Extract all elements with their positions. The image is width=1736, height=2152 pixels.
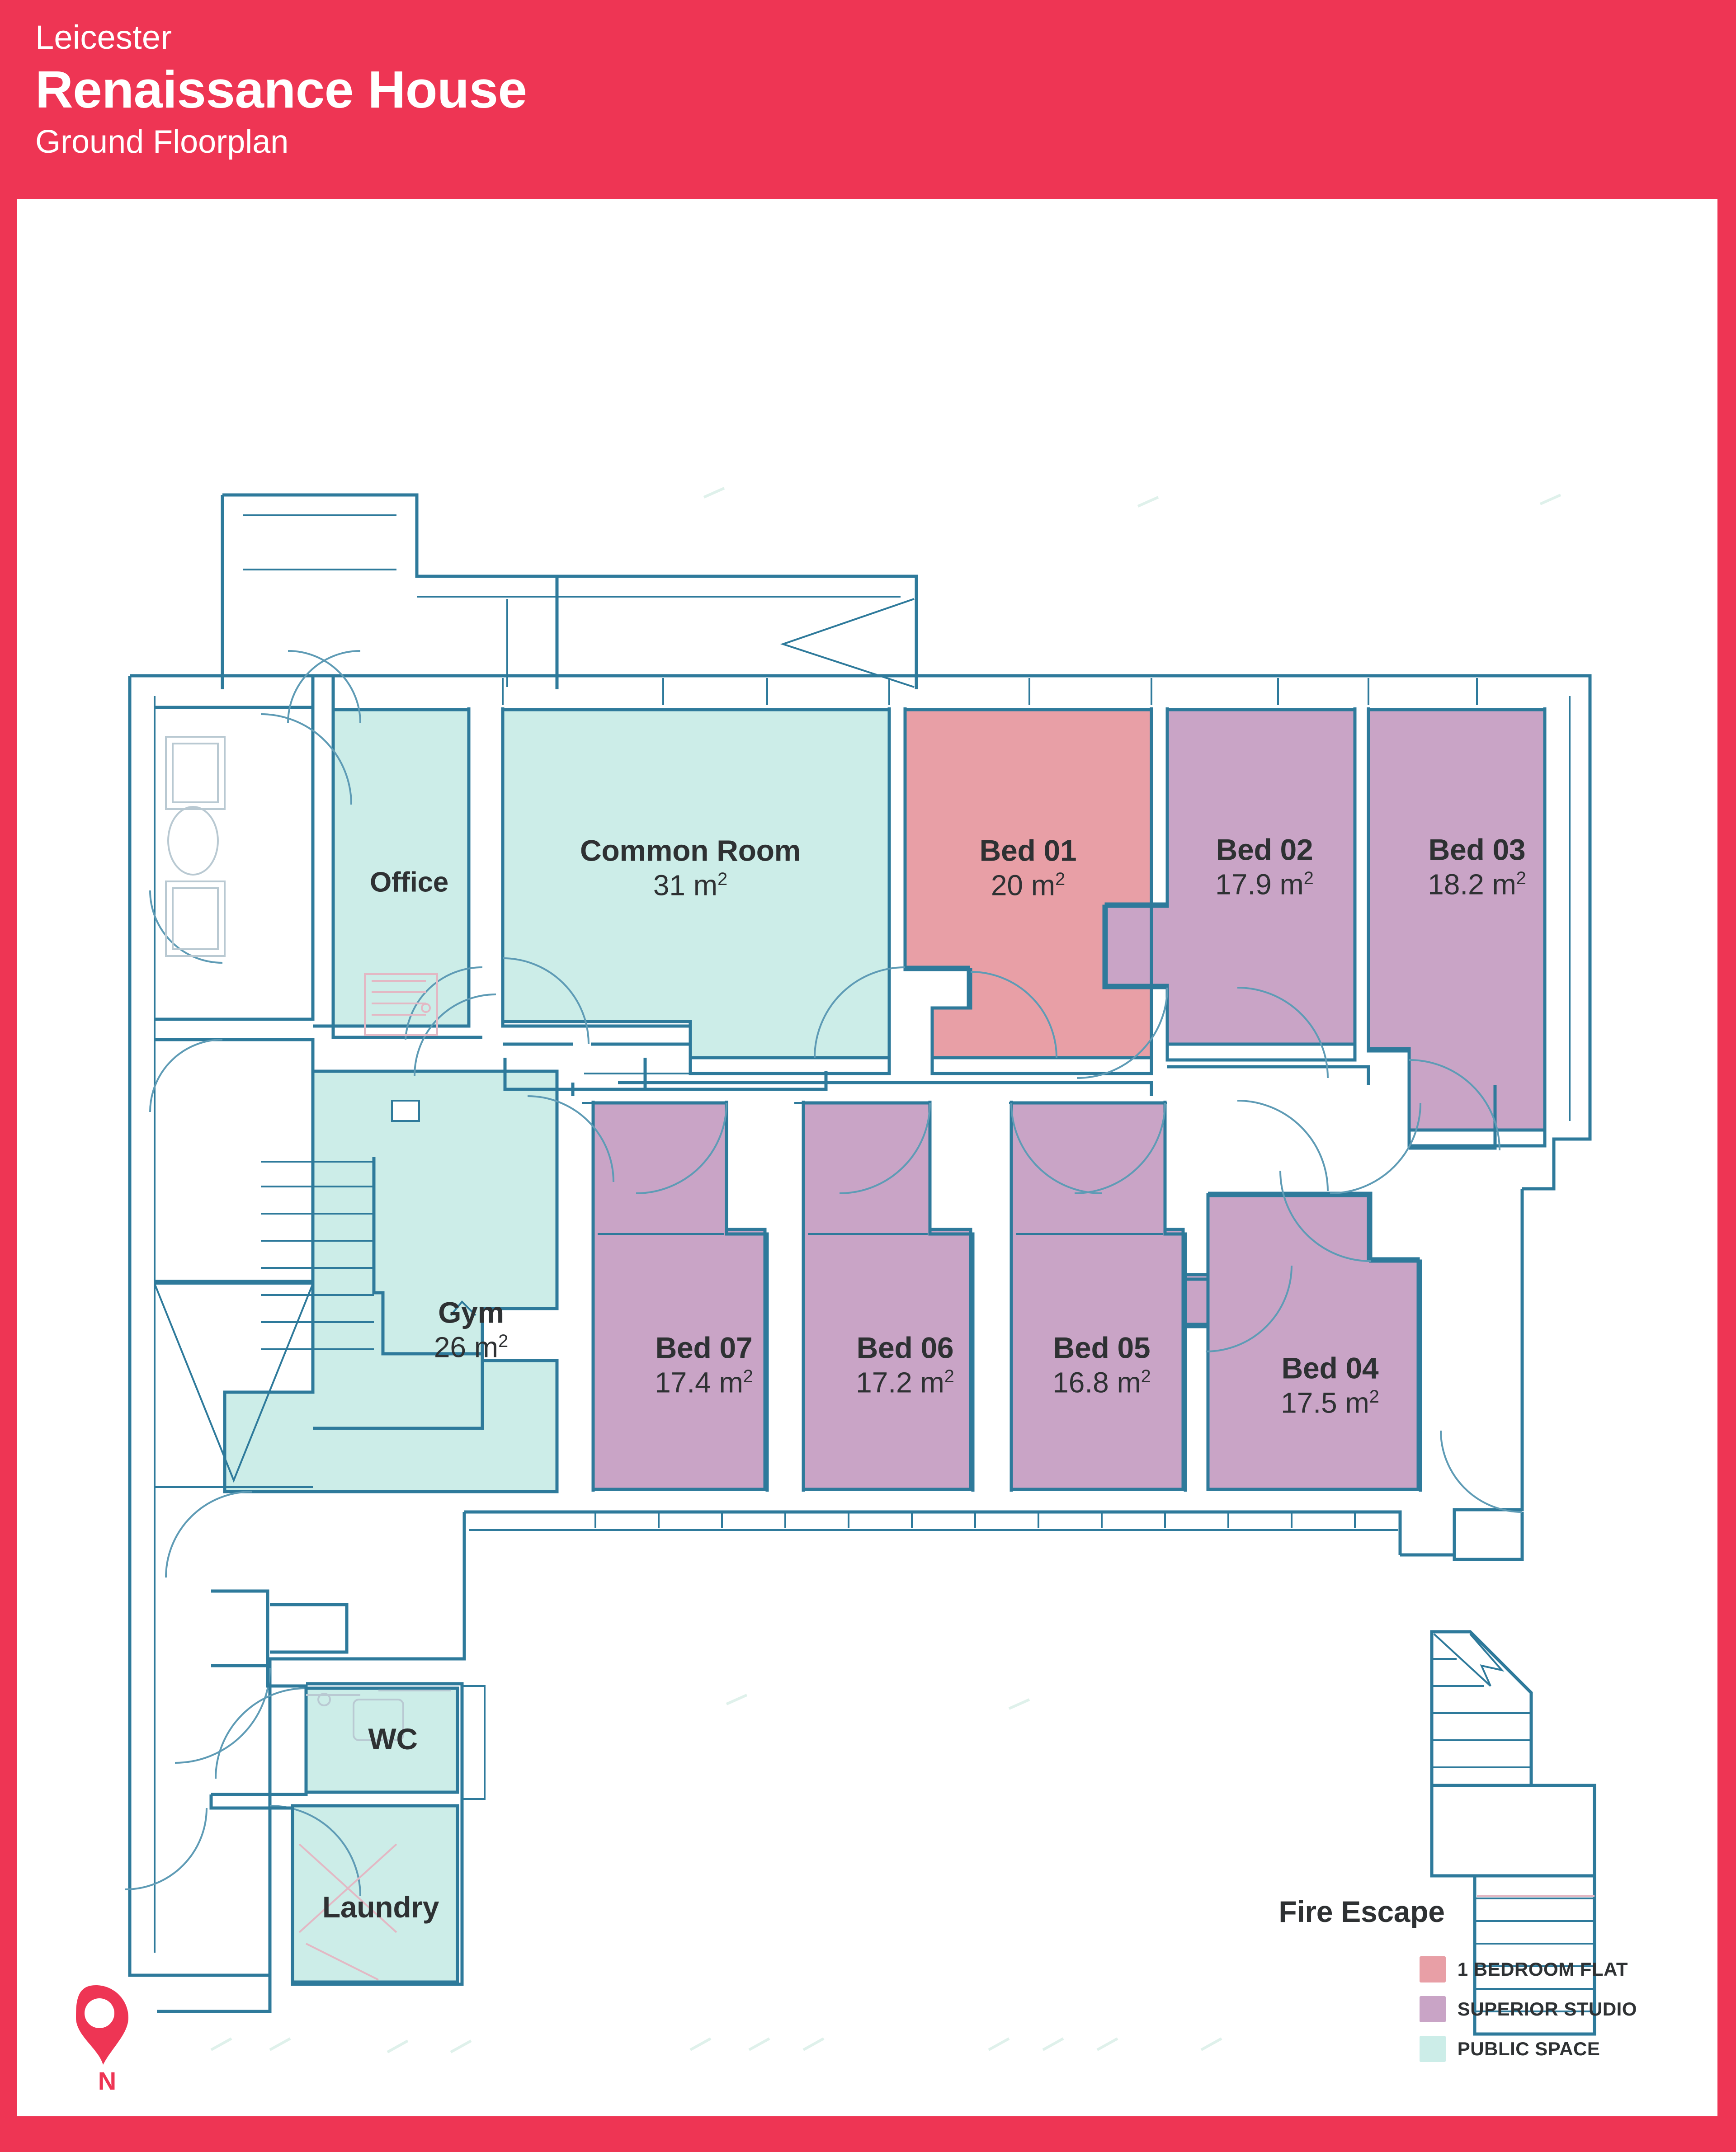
- wall-bed01: [903, 707, 1153, 1075]
- legend-item-public-space: PUBLIC SPACE: [1419, 2036, 1637, 2062]
- header-building: Renaissance House: [35, 60, 527, 119]
- windows-top-row: [502, 678, 1478, 705]
- gym-fixture: [391, 1100, 420, 1122]
- wall-wc-laundry: [209, 1666, 464, 1986]
- stair-ramp-vee: [506, 598, 915, 688]
- wall-bed06: [802, 1101, 975, 1492]
- compass-north-label: N: [98, 2067, 117, 2095]
- wall-lobby-left: [311, 676, 335, 1028]
- legend-swatch-superior-studio: [1419, 1996, 1446, 2022]
- office-fixture-desk: [364, 973, 438, 1036]
- legend-label-superior-studio: SUPERIOR STUDIO: [1457, 1998, 1637, 2020]
- legend-swatch-1-bedroom-flat: [1419, 1956, 1446, 1982]
- room-fill-bed-04: [1181, 1194, 1420, 1491]
- page-header: Leicester Renaissance House Ground Floor…: [0, 0, 1736, 199]
- room-fill-bed-05: [1010, 1101, 1185, 1491]
- wall-corridor-main: [571, 1065, 1497, 1150]
- wc-fixtures: [306, 1690, 451, 1741]
- fire-escape-stairs: [1430, 1630, 1596, 2036]
- stair-landing-arrow: [450, 1300, 476, 1316]
- wall-right-return: [1453, 1512, 1524, 1561]
- wall-office: [331, 707, 482, 1039]
- compass: N: [64, 1981, 150, 2094]
- windows-bottom-row: [594, 1512, 1356, 1528]
- legend-label-1-bedroom-flat: 1 BEDROOM FLAT: [1457, 1959, 1628, 1980]
- legend-label-public-space: PUBLIC SPACE: [1457, 2038, 1600, 2059]
- legend-item-1-bedroom-flat: 1 BEDROOM FLAT: [1419, 1956, 1637, 1982]
- header-city: Leicester: [35, 19, 172, 56]
- wall-bed03: [1367, 707, 1547, 1148]
- wall-top-projection-inner: [243, 514, 418, 576]
- wall-bed07: [591, 1101, 769, 1492]
- floorplan-canvas: .w { fill:none; stroke:#2E7A9B; stroke-w…: [17, 199, 1717, 2116]
- door-swings: [125, 650, 1500, 1897]
- room-fill-bed-01: [903, 708, 1153, 1060]
- wall-stair-enclosure: [313, 1157, 484, 1430]
- room-fill-bed-07: [591, 1101, 767, 1491]
- wall-corridor-mid: [503, 1058, 828, 1091]
- wall-corridor-upper: [503, 1042, 692, 1074]
- legend-item-superior-studio: SUPERIOR STUDIO: [1419, 1996, 1637, 2022]
- north-pin-icon: [76, 1985, 128, 2065]
- wall-bed05: [1010, 1101, 1187, 1492]
- legend-swatch-public-space: [1419, 2036, 1446, 2062]
- background-hatch: [210, 487, 1561, 2053]
- room-fill-gym: [223, 1069, 559, 1493]
- wall-lobby-outline: [417, 574, 918, 689]
- wall-wc-laundry-inner: [462, 1685, 486, 1800]
- room-fill-office: [331, 708, 471, 1028]
- header-floor: Ground Floorplan: [35, 124, 289, 160]
- wall-bed02: [1102, 707, 1357, 1062]
- wall-service-corridor: [211, 1589, 349, 1667]
- building-outer-wall-inner: [154, 696, 1571, 1953]
- left-core-fixtures: [165, 736, 226, 957]
- floorplan-drawing: .w { fill:none; stroke:#2E7A9B; stroke-w…: [125, 487, 1596, 2053]
- stair-left-treads: [261, 1161, 374, 1350]
- room-fill-laundry: [291, 1804, 459, 1984]
- legend: 1 BEDROOM FLAT SUPERIOR STUDIO PUBLIC SP…: [1419, 1956, 1637, 2062]
- building-outer-wall: [128, 674, 1592, 2013]
- room-fill-bed-03: [1367, 708, 1547, 1132]
- laundry-fixtures: [298, 1843, 397, 1981]
- room-fill-bed-06: [802, 1101, 972, 1491]
- wall-left-core: [155, 706, 315, 1283]
